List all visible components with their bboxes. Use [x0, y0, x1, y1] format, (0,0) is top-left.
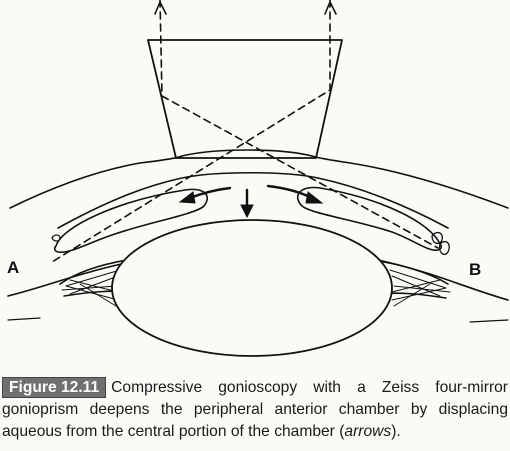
caption-text: Compressive gonioscopy with a Zeiss four… — [2, 379, 508, 440]
caption-end: ). — [391, 423, 401, 440]
light-paths — [51, 0, 439, 263]
angle-detail-left — [51, 234, 61, 242]
iris-right — [296, 186, 443, 251]
figure-number: Figure 12.11 — [2, 377, 107, 398]
cornea-outer — [9, 149, 509, 209]
caption-emphasis: arrows — [344, 423, 392, 440]
label-a: A — [7, 258, 20, 277]
cornea-inner — [57, 171, 449, 229]
label-b: B — [469, 260, 482, 279]
zonules-left — [61, 269, 121, 307]
arrowhead-left — [154, 1, 167, 15]
lens — [111, 219, 393, 357]
displacement-arrows — [178, 184, 324, 219]
arrowhead-right — [324, 1, 337, 15]
iris-left — [53, 188, 209, 253]
gonioprism — [147, 39, 343, 159]
zonules-right — [389, 269, 451, 307]
angle-detail-right-1 — [431, 231, 443, 245]
angle-detail-right-2 — [438, 240, 450, 256]
gonioscopy-diagram — [7, 0, 509, 357]
